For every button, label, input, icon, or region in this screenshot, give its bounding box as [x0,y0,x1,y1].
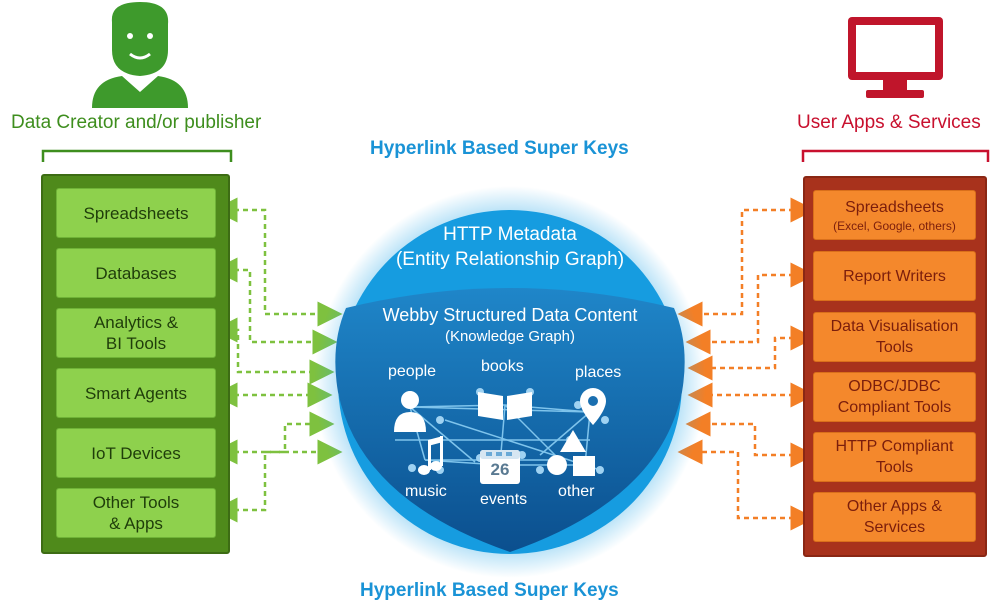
source-label: Analytics & [93,313,179,332]
calendar-icon [480,450,520,484]
node-label-music: music [405,483,447,500]
left-caption: Data Creator and/or publisher [11,112,262,133]
left-bracket [41,149,233,162]
person-icon [92,2,188,108]
connector-right-2 [685,262,816,355]
source-label: IoT Devices [91,443,181,463]
calendar-day: 26 [490,460,510,479]
music-icon [418,436,443,475]
app-label: ODBC/JDBC [848,378,941,395]
connector-right-5 [685,411,816,468]
node-label-other: other [558,483,595,500]
connector-left-2 [212,257,338,355]
globe-knowledge-graph: Webby Structured Data Content (Knowledge… [350,304,670,348]
app-http-compliant: HTTP Compliant Tools [813,432,976,482]
app-label: Spreadsheets [845,198,944,216]
source-label: Other Tools [92,493,180,512]
app-label: Report Writers [843,267,946,285]
app-label: Tools [875,459,914,476]
source-label: & Apps [109,514,163,533]
connector-right-1 [677,197,816,327]
app-label: HTTP Compliant [835,438,954,455]
source-iot-devices: IoT Devices [56,428,216,478]
node-label-people: people [388,363,437,380]
source-analytics-bi-tools: Analytics & BI Tools [56,308,216,358]
globe-inner [335,288,685,552]
source-other-tools: Other Tools & Apps [56,488,216,538]
bottom-title: Hyperlink Based Super Keys [360,580,619,601]
source-databases: Databases [56,248,216,298]
connector-right-3 [687,325,816,381]
app-label: Compliant Tools [837,399,952,416]
inner-subtitle: (Knowledge Graph) [444,328,576,345]
source-label: Spreadsheets [83,203,189,223]
app-data-visualisation: Data Visualisation Tools [813,312,976,362]
app-report-writers: Report Writers [813,251,976,301]
people-icon [394,391,426,432]
pin-icon [580,388,606,425]
source-label: BI Tools [105,334,167,353]
top-title: Hyperlink Based Super Keys [370,138,629,159]
books-icon [478,392,532,420]
node-label-places: places [575,364,622,381]
connector-left-1 [212,197,343,327]
app-label: Tools [875,339,914,356]
outer-title: HTTP Metadata [443,224,577,245]
app-spreadsheets: Spreadsheets (Excel, Google, others) [813,190,976,240]
app-label: Services [863,519,926,536]
app-odbc-jdbc: ODBC/JDBC Compliant Tools [813,372,976,422]
connector-left-6 [212,439,343,523]
app-other-apps: Other Apps & Services [813,492,976,542]
node-label-events: events [480,491,528,508]
node-label-books: books [481,358,524,375]
source-label: Smart Agents [84,383,188,403]
source-label: Databases [95,263,177,283]
source-smart-agents: Smart Agents [56,368,216,418]
outer-subtitle: (Entity Relationship Graph) [395,249,625,270]
inner-title: Webby Structured Data Content [382,305,638,325]
person-face [127,33,153,60]
app-label: Data Visualisation [830,318,959,335]
connector-left-5 [212,411,335,465]
source-spreadsheets: Spreadsheets [56,188,216,238]
connector-left-3 [212,317,335,385]
connector-right-6 [677,439,816,531]
app-sublabel: (Excel, Google, others) [833,218,956,233]
globe-metadata: HTTP Metadata (Entity Relationship Graph… [360,222,660,272]
right-bracket [801,149,990,162]
app-label: Other Apps & [846,498,943,515]
right-caption: User Apps & Services [797,112,981,133]
shapes-icon [547,430,595,476]
